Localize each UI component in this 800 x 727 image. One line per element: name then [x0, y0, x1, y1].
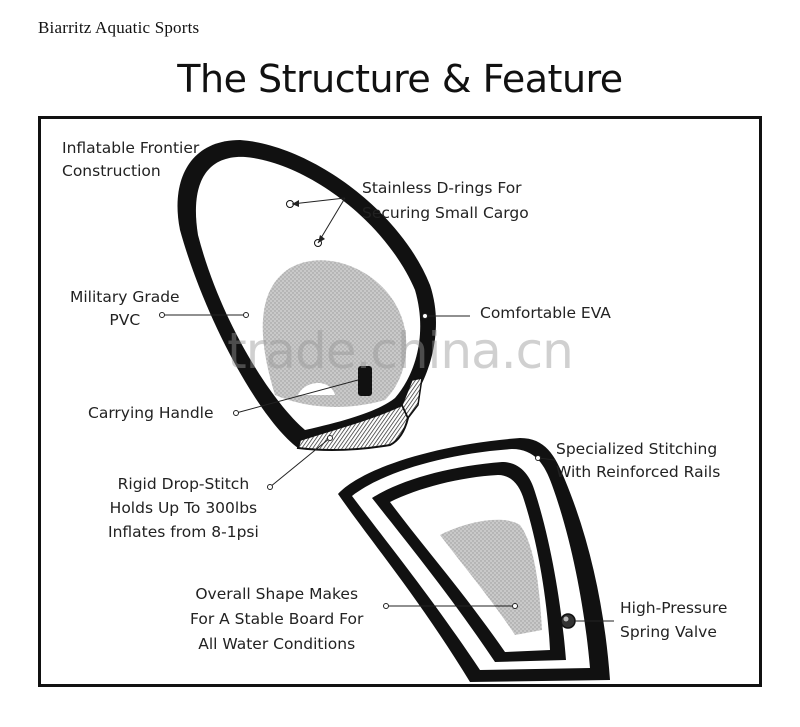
label-drop-stitch: Rigid Drop-Stitch Holds Up To 300lbs Inf… [108, 475, 259, 541]
label-carrying-handle: Carrying Handle [88, 404, 214, 422]
watermark: trade.china.cn [227, 322, 574, 380]
board-tail-section [338, 438, 610, 682]
label-military-pvc: Military Grade PVC [70, 288, 180, 329]
label-comfortable-eva: Comfortable EVA [480, 304, 611, 322]
brand-name: Biarritz Aquatic Sports [38, 18, 200, 37]
carrying-handle [358, 366, 372, 396]
label-overall-shape: Overall Shape Makes For A Stable Board F… [190, 585, 364, 653]
board-nose-section [177, 140, 436, 452]
page-title: The Structure & Feature [177, 57, 623, 101]
drop-stitch-edge [296, 403, 410, 452]
leader-arrowheads [292, 200, 325, 243]
leader-lines [162, 197, 614, 622]
label-d-rings: Stainless D-rings For Securing Small Car… [362, 179, 529, 222]
label-stitching: Specialized Stitching With Reinforced Ra… [556, 440, 721, 481]
diagram-frame [38, 116, 762, 687]
label-inflatable-frontier: Inflatable Frontier Construction [62, 139, 200, 180]
leader-dots [159, 312, 541, 609]
label-valve: High-Pressure Spring Valve [620, 599, 728, 641]
spring-valve [560, 613, 576, 629]
